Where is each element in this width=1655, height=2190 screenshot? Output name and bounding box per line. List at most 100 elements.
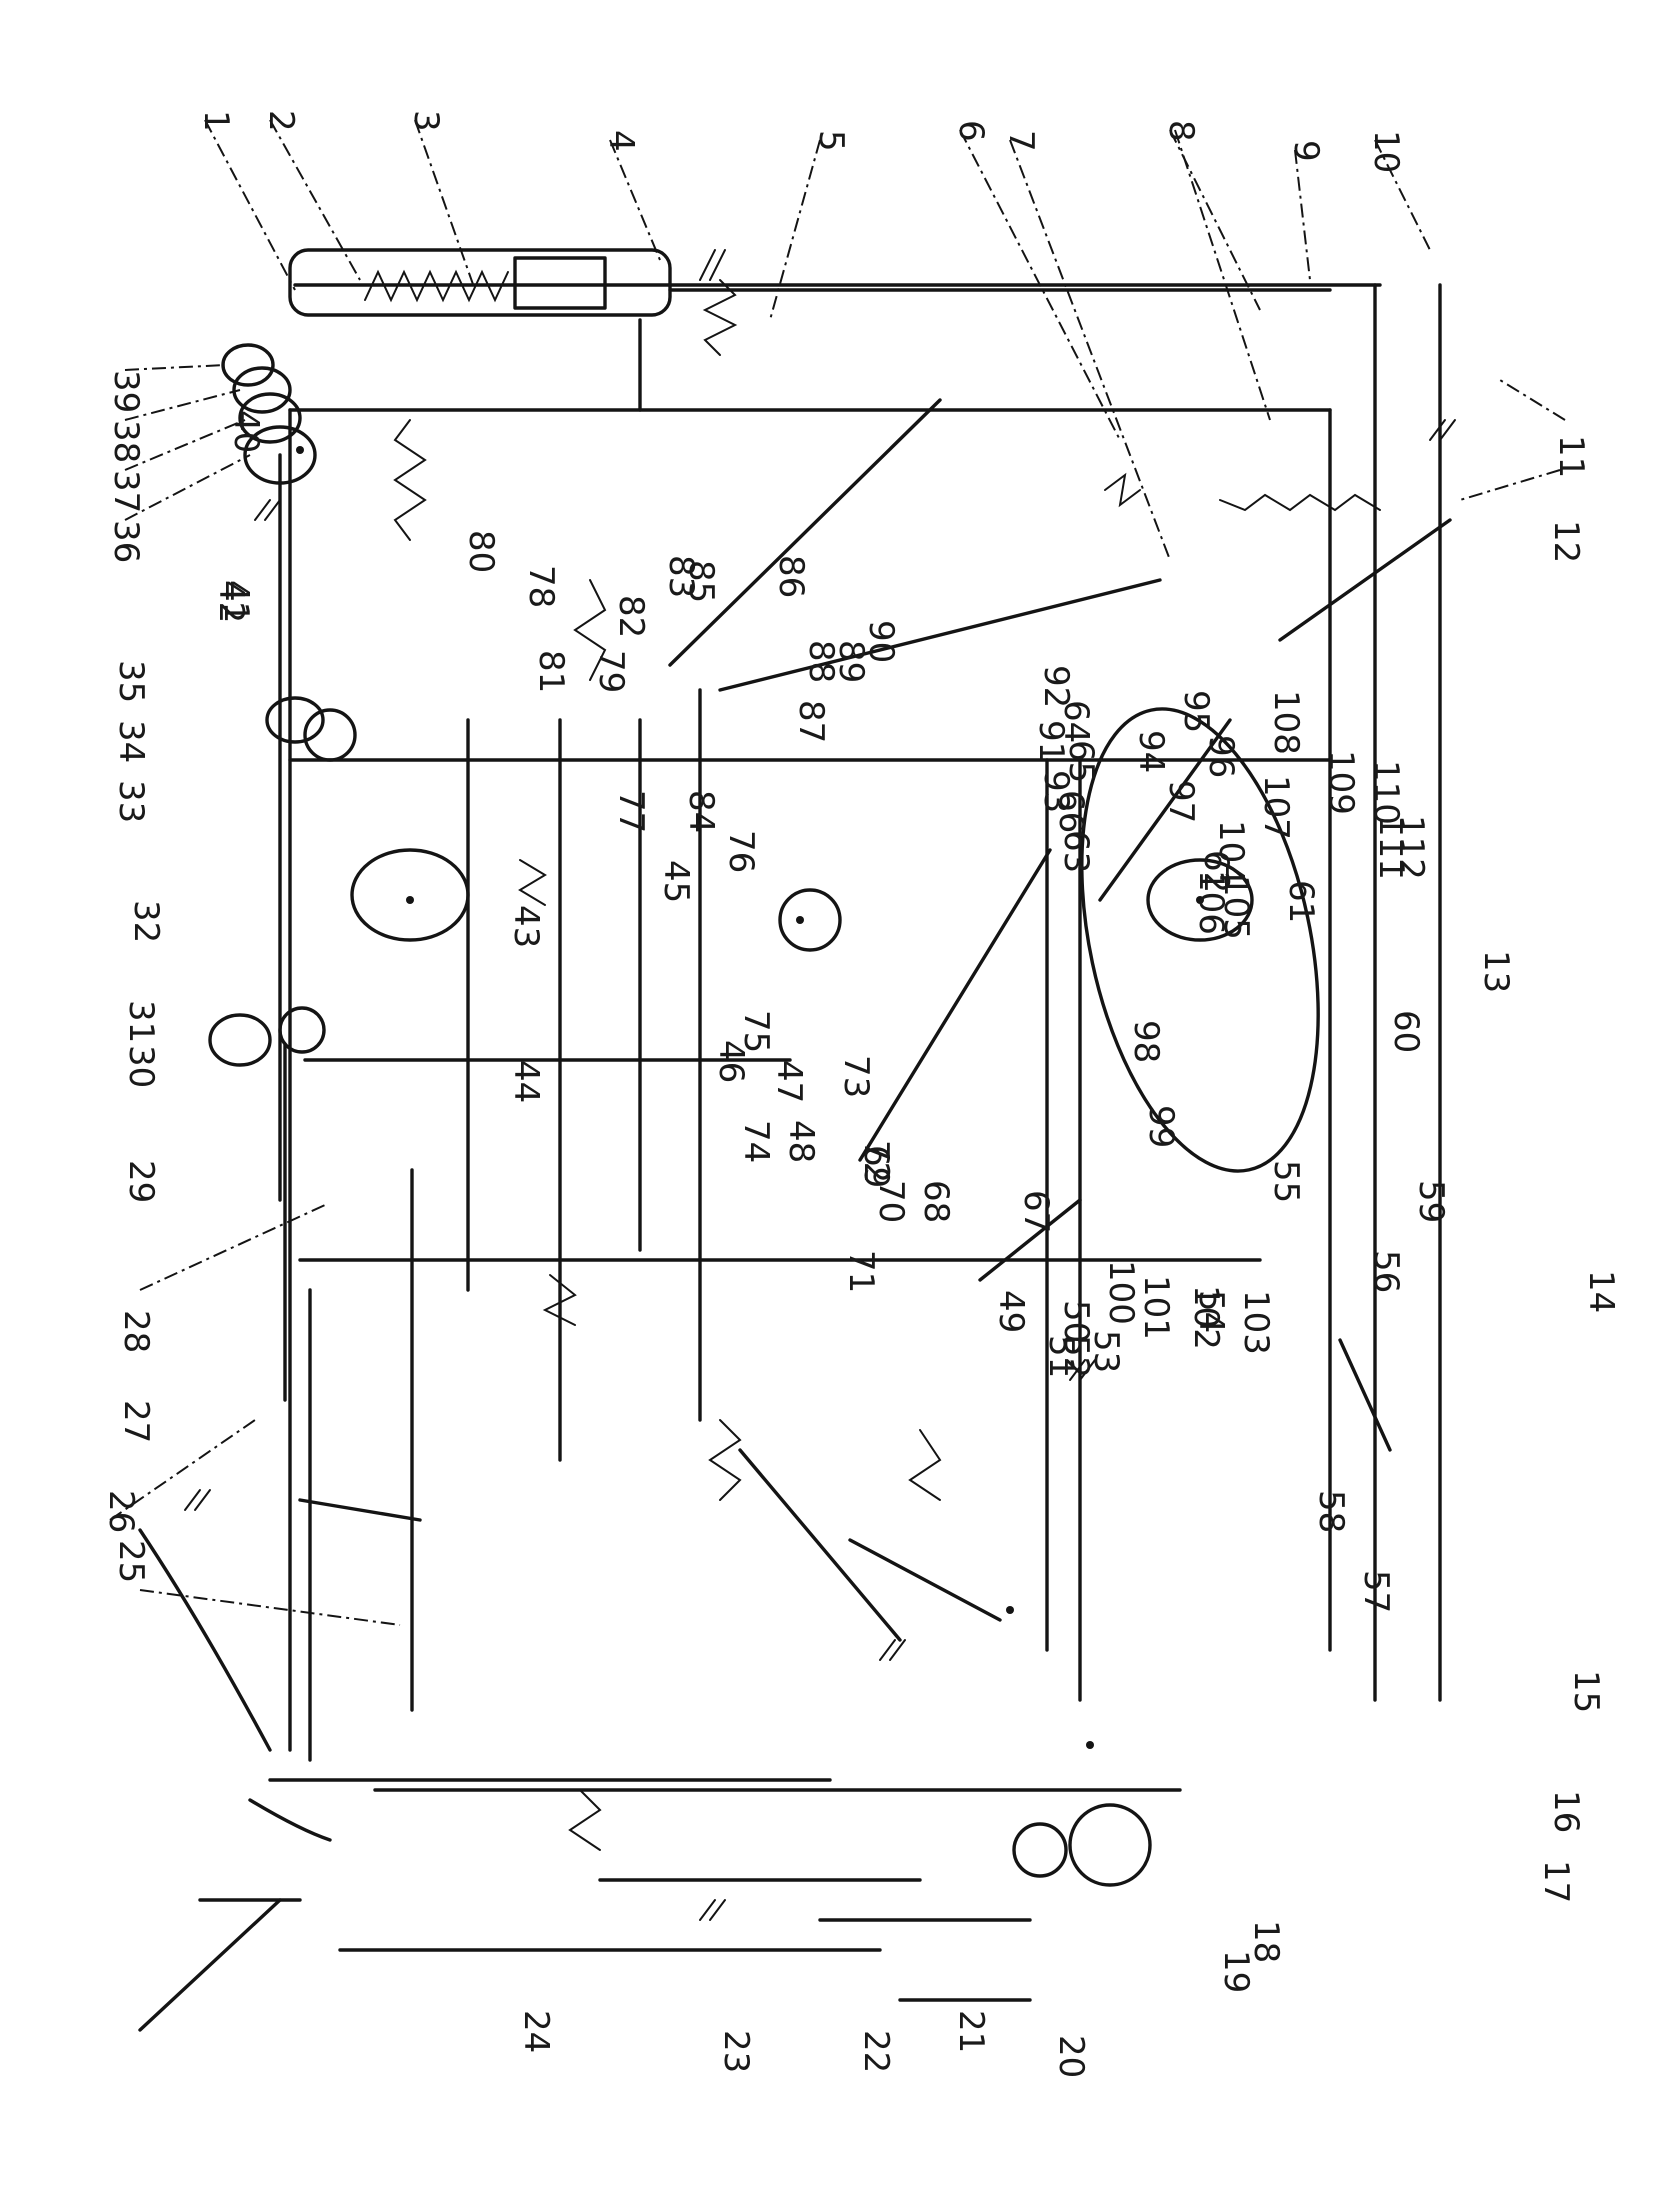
part-label-110: 110: [1366, 760, 1406, 825]
part-label-57: 57: [1356, 1570, 1396, 1613]
part-label-48: 48: [781, 1120, 821, 1163]
part-label-82: 82: [611, 595, 651, 638]
part-label-63: 63: [1056, 830, 1096, 873]
part-label-25: 25: [111, 1540, 151, 1583]
part-label-14: 14: [1581, 1270, 1621, 1313]
part-label-76: 76: [721, 830, 761, 873]
part-label-42: 42: [211, 580, 251, 623]
part-label-52: 52: [1056, 1335, 1096, 1378]
part-label-85: 85: [681, 560, 721, 603]
part-label-100: 100: [1101, 1260, 1141, 1325]
part-label-21: 21: [951, 2010, 991, 2053]
part-label-99: 99: [1141, 1105, 1181, 1148]
part-label-13: 13: [1476, 950, 1516, 993]
part-label-101: 101: [1136, 1275, 1176, 1340]
part-label-70: 70: [871, 1180, 911, 1223]
schematic-linework: [109, 119, 1566, 2032]
part-label-103: 103: [1236, 1290, 1276, 1355]
part-label-96: 96: [1201, 735, 1241, 778]
part-label-56: 56: [1366, 1250, 1406, 1293]
part-label-45: 45: [656, 860, 696, 903]
part-label-90: 90: [861, 620, 901, 663]
part-label-94: 94: [1131, 730, 1171, 773]
part-label-78: 78: [521, 565, 561, 608]
part-label-30: 30: [121, 1045, 161, 1088]
part-label-8: 8: [1161, 120, 1201, 142]
part-label-19: 19: [1216, 1950, 1256, 1993]
part-label-16: 16: [1546, 1790, 1586, 1833]
part-label-33: 33: [111, 780, 151, 823]
part-label-66: 66: [1051, 790, 1091, 833]
part-label-36: 36: [106, 520, 146, 563]
part-label-67: 67: [1016, 1190, 1056, 1233]
part-label-26: 26: [101, 1490, 141, 1533]
part-label-71: 71: [841, 1250, 881, 1293]
part-label-9: 9: [1286, 140, 1326, 162]
part-label-7: 7: [1001, 130, 1041, 152]
part-label-53: 53: [1086, 1330, 1126, 1373]
part-label-54: 54: [1191, 1290, 1231, 1333]
part-label-44: 44: [506, 1060, 546, 1103]
part-label-43: 43: [506, 905, 546, 948]
part-label-84: 84: [681, 790, 721, 833]
part-label-50: 50: [1056, 1300, 1096, 1343]
part-label-97: 97: [1161, 780, 1201, 823]
part-label-72: 72: [856, 1140, 896, 1183]
part-label-91: 91: [1031, 720, 1071, 763]
part-label-29: 29: [121, 1160, 161, 1203]
part-label-38: 38: [106, 420, 146, 463]
part-label-86: 86: [771, 555, 811, 598]
part-label-4: 4: [601, 130, 641, 152]
part-label-12: 12: [1546, 520, 1586, 563]
part-label-62: 62: [1196, 850, 1236, 893]
part-label-88: 88: [801, 640, 841, 683]
part-label-34: 34: [111, 720, 151, 763]
part-label-11: 11: [1551, 435, 1591, 478]
part-label-1: 1: [196, 110, 236, 132]
part-label-75: 75: [736, 1010, 776, 1053]
part-label-2: 2: [261, 110, 301, 132]
part-label-69: 69: [856, 1145, 896, 1188]
part-label-105: 105: [1216, 875, 1256, 940]
part-label-5: 5: [811, 130, 851, 152]
part-label-107: 107: [1256, 775, 1296, 840]
part-label-37: 37: [106, 470, 146, 513]
part-label-46: 46: [711, 1040, 751, 1083]
part-label-32: 32: [126, 900, 166, 943]
part-label-89: 89: [831, 640, 871, 683]
part-label-35: 35: [111, 660, 151, 703]
part-label-51: 51: [1041, 1335, 1081, 1378]
part-label-55: 55: [1266, 1160, 1306, 1203]
part-label-111: 111: [1371, 815, 1411, 880]
part-label-39: 39: [106, 370, 146, 413]
part-label-61: 61: [1281, 880, 1321, 923]
part-label-28: 28: [116, 1310, 156, 1353]
part-label-95: 95: [1176, 690, 1216, 733]
part-label-41: 41: [216, 580, 256, 623]
part-label-83: 83: [661, 555, 701, 598]
part-label-31: 31: [121, 1000, 161, 1043]
part-label-58: 58: [1311, 1490, 1351, 1533]
part-label-104: 104: [1211, 820, 1251, 885]
part-label-15: 15: [1566, 1670, 1606, 1713]
part-label-81: 81: [531, 650, 571, 693]
part-label-65: 65: [1061, 740, 1101, 783]
part-label-60: 60: [1386, 1010, 1426, 1053]
part-label-77: 77: [611, 790, 651, 833]
part-label-49: 49: [991, 1290, 1031, 1333]
part-label-102: 102: [1186, 1285, 1226, 1350]
part-label-98: 98: [1126, 1020, 1166, 1063]
part-label-73: 73: [836, 1055, 876, 1098]
part-label-17: 17: [1536, 1860, 1576, 1903]
part-label-22: 22: [856, 2030, 896, 2073]
part-label-87: 87: [791, 700, 831, 743]
part-label-23: 23: [716, 2030, 756, 2073]
part-label-10: 10: [1366, 130, 1406, 173]
part-label-6: 6: [951, 120, 991, 142]
part-label-108: 108: [1266, 690, 1306, 755]
part-label-109: 109: [1321, 750, 1361, 815]
part-label-92: 92: [1036, 665, 1076, 708]
part-label-68: 68: [916, 1180, 956, 1223]
